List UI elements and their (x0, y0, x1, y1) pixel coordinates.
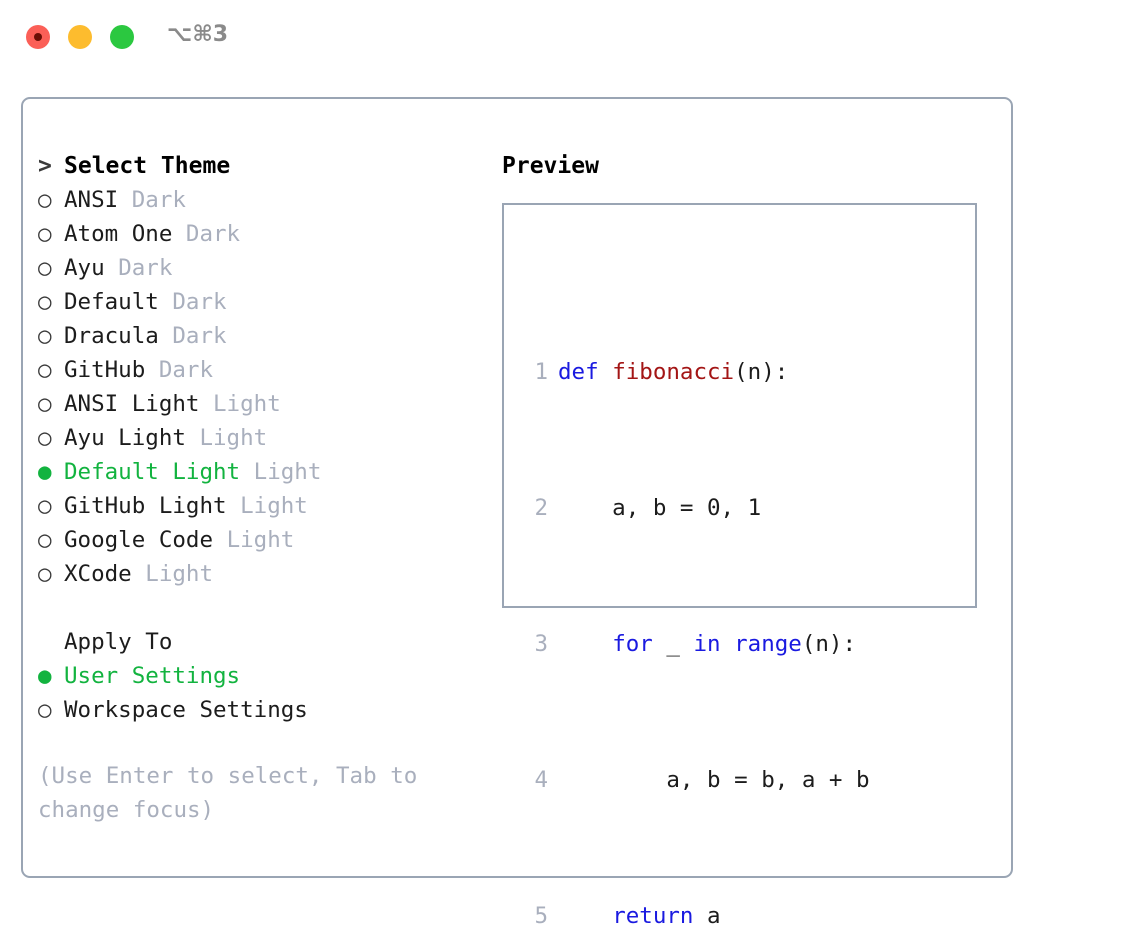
code-line: 4 a, b = b, a + b (524, 763, 897, 797)
theme-option-github-light[interactable]: ○ GitHub Light Light (38, 489, 468, 523)
theme-option-label: Default Light (64, 459, 241, 485)
page-title: Select Theme (64, 153, 231, 179)
code-token: for (612, 631, 653, 657)
theme-selector-panel: >Select Theme ○ANSI Dark ○Atom One Dark … (21, 97, 1013, 929)
radio-unselected-icon: ○ (38, 187, 52, 213)
code-token: a (693, 903, 721, 929)
code-token: return (612, 903, 694, 929)
radio-unselected-icon: ○ (38, 323, 52, 349)
minimize-window-button[interactable] (68, 25, 92, 49)
code-line: 5 return a (524, 899, 897, 933)
apply-to-option-workspace-settings[interactable]: ○ Workspace Settings (38, 693, 468, 727)
select-theme-header: > Select Theme (38, 149, 468, 183)
theme-option-label: Default (64, 289, 159, 315)
code-token: (n): (734, 359, 789, 385)
theme-variant-badge: Light (145, 561, 214, 587)
theme-option-ayu[interactable]: ○ Ayu Dark (38, 251, 468, 285)
theme-variant-badge: Light (240, 493, 308, 519)
title-bar: ⌥⌘3 (0, 0, 1140, 78)
radio-unselected-icon: ○ (38, 289, 52, 315)
line-number: 4 (534, 767, 548, 793)
theme-option-label: Google Code (64, 527, 214, 553)
apply-to-title: Apply To (64, 629, 173, 655)
maximize-window-button[interactable] (110, 25, 134, 49)
theme-option-label: Ayu Light (64, 425, 186, 451)
code-token: range (734, 631, 802, 657)
theme-variant-badge: Dark (172, 323, 227, 349)
apply-to-heading: Apply To (38, 625, 468, 659)
line-number: 3 (534, 631, 548, 657)
theme-option-atom-one[interactable]: ○ Atom One Dark (38, 217, 468, 251)
theme-variant-badge: Light (213, 391, 281, 417)
theme-option-label: XCode (64, 561, 132, 587)
radio-unselected-icon: ○ (38, 527, 52, 553)
radio-unselected-icon: ○ (38, 493, 52, 519)
theme-option-label: ANSI (64, 187, 119, 213)
theme-option-dracula[interactable]: ○ Dracula Dark (38, 319, 468, 353)
apply-to-option-user-settings[interactable]: ● User Settings (38, 659, 468, 693)
line-number: 1 (534, 359, 548, 385)
theme-option-label: ANSI Light (64, 391, 200, 417)
theme-option-default-light[interactable]: ● Default Light Light (38, 455, 468, 489)
theme-variant-badge: Dark (185, 221, 241, 247)
theme-variant-badge: Dark (131, 187, 186, 213)
theme-option-label: GitHub Light (64, 493, 227, 519)
prompt-caret-icon: > (38, 153, 52, 179)
code-token: in (693, 631, 721, 657)
code-token: (n): (801, 631, 857, 657)
code-token: _ (652, 631, 694, 657)
keyboard-shortcut-label: ⌥⌘3 (167, 22, 229, 47)
code-token: a, b = 0, 1 (558, 495, 762, 521)
theme-option-label: Dracula (64, 323, 159, 349)
theme-option-google-code[interactable]: ○ Google Code Light (38, 523, 468, 557)
theme-option-label: Ayu (64, 255, 105, 281)
theme-variant-badge: Light (253, 459, 322, 485)
code-token: a, b = b, a + b (558, 767, 870, 793)
radio-unselected-icon: ○ (38, 561, 52, 587)
radio-selected-icon: ● (38, 459, 52, 485)
code-line: 1 def fibonacci(n): (524, 355, 897, 389)
preview-heading: Preview (502, 153, 599, 179)
close-window-button[interactable] (26, 25, 50, 49)
theme-option-label: GitHub (64, 357, 146, 383)
theme-list-column: >Select Theme ○ANSI Dark ○Atom One Dark … (38, 149, 468, 827)
line-number: 2 (534, 495, 548, 521)
line-number: 5 (534, 903, 548, 929)
radio-unselected-icon: ○ (38, 391, 52, 417)
theme-option-ansi-light[interactable]: ○ ANSI Light Light (38, 387, 468, 421)
code-token: fibonacci (612, 359, 735, 385)
apply-to-option-label: Workspace Settings (64, 697, 308, 723)
theme-option-github[interactable]: ○ GitHub Dark (38, 353, 468, 387)
theme-variant-badge: Dark (172, 289, 227, 315)
traffic-light-buttons (26, 25, 134, 49)
code-token (558, 631, 612, 657)
theme-option-ansi[interactable]: ○ ANSI Dark (38, 183, 468, 217)
code-line: 2 a, b = 0, 1 (524, 491, 897, 525)
theme-variant-badge: Light (226, 527, 295, 553)
theme-option-ayu-light[interactable]: ○ Ayu Light Light (38, 421, 468, 455)
radio-unselected-icon: ○ (38, 221, 52, 247)
theme-variant-badge: Dark (118, 255, 173, 281)
theme-variant-badge: Dark (158, 357, 214, 383)
radio-unselected-icon: ○ (38, 255, 52, 281)
code-token (721, 631, 735, 657)
code-token (558, 903, 612, 929)
code-token: def (558, 359, 613, 385)
theme-variant-badge: Light (199, 425, 268, 451)
list-spacer (38, 591, 468, 625)
radio-unselected-icon: ○ (38, 697, 52, 723)
theme-option-xcode[interactable]: ○ XCode Light (38, 557, 468, 591)
code-line: 3 for _ in range(n): (524, 627, 897, 661)
theme-option-default[interactable]: ○ Default Dark (38, 285, 468, 319)
radio-unselected-icon: ○ (38, 425, 52, 451)
radio-selected-icon: ● (38, 663, 52, 689)
keyboard-hint-text: (Use Enter to select, Tab to change focu… (38, 763, 431, 823)
apply-to-option-label: User Settings (64, 663, 241, 689)
radio-unselected-icon: ○ (38, 357, 52, 383)
theme-option-label: Atom One (64, 221, 173, 247)
recording-indicator-icon (34, 33, 42, 41)
